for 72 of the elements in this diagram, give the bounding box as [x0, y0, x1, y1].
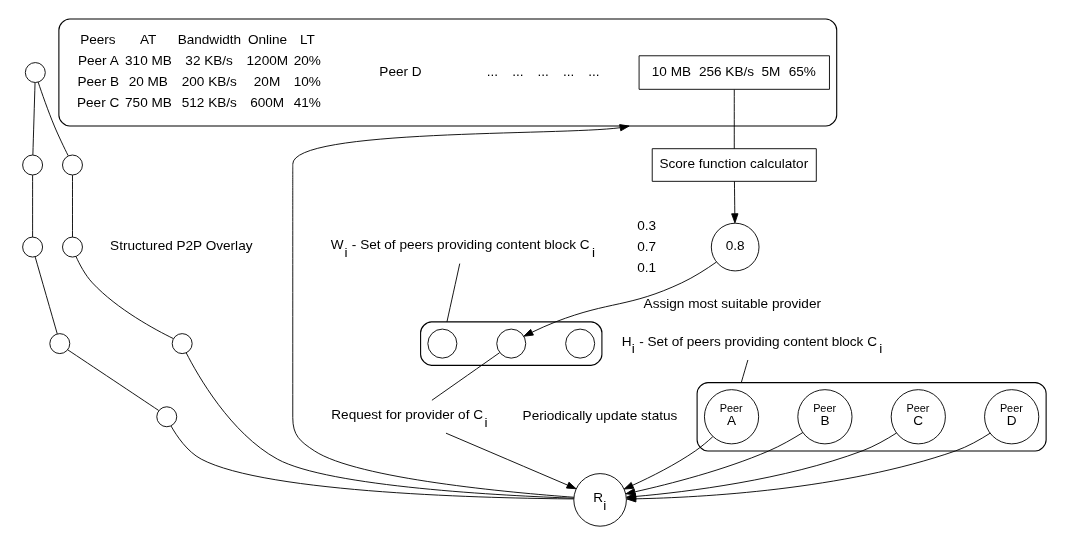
- label: 20 MB: [128, 74, 168, 90]
- connector: [430, 352, 500, 401]
- arrow: [730, 180, 738, 224]
- node-circle: [61, 154, 83, 176]
- node-circle: [426, 328, 457, 359]
- node-circle: Peer D: [983, 389, 1039, 445]
- connector: [170, 425, 574, 500]
- node-circle: Peer B: [796, 389, 852, 445]
- connector: [37, 81, 69, 157]
- label: 600M: [249, 95, 284, 110]
- node-circle: Peer A: [703, 389, 759, 445]
- connector: [446, 263, 460, 323]
- connector: [75, 256, 174, 339]
- node-box: Score function calculator: [651, 148, 817, 182]
- node-circle: [155, 406, 177, 428]
- label: ...: [537, 64, 549, 80]
- cluster: [696, 382, 1047, 452]
- label: ...: [511, 64, 523, 80]
- node-circle: [24, 62, 46, 83]
- label: ...: [486, 64, 498, 80]
- label: Peers: [79, 32, 116, 48]
- node-circle: [495, 328, 526, 359]
- label: Peer D: [378, 63, 422, 79]
- label: 0.3: [636, 217, 656, 233]
- node-circle: [21, 154, 43, 176]
- connector: [66, 349, 159, 411]
- connector: [185, 352, 574, 499]
- label: ...: [562, 64, 574, 80]
- connector: [31, 82, 35, 156]
- edge-label: Assign most suitable provider: [643, 296, 821, 312]
- label: AT: [139, 32, 156, 48]
- cluster: [57, 18, 837, 127]
- node-circle: [564, 328, 595, 359]
- arrow: [522, 261, 717, 337]
- label: 1200M: [246, 53, 288, 69]
- arrow: [625, 432, 803, 496]
- node-circle: [171, 333, 193, 355]
- label: 20%: [293, 53, 321, 69]
- label: ...: [587, 64, 600, 80]
- node-circle: [21, 236, 43, 258]
- label: 0.7: [636, 238, 656, 254]
- label: LT: [299, 32, 315, 48]
- label: 10%: [293, 74, 321, 90]
- label: Peer C: [76, 95, 119, 110]
- arrow: [623, 436, 713, 490]
- connector: [34, 256, 58, 335]
- label: 200 KB/s: [181, 74, 237, 90]
- label: 512 KB/s: [181, 95, 237, 110]
- label: Online: [247, 32, 287, 48]
- label: Bandwidth: [177, 32, 241, 48]
- label: 41%: [293, 95, 321, 110]
- label: Peer B: [76, 74, 119, 90]
- label: 32 KB/s: [184, 53, 233, 69]
- node-box: 10 MB 256 KB/s 5M 65%: [638, 55, 830, 90]
- connector: [31, 174, 33, 238]
- label: Periodically update status: [522, 407, 677, 423]
- arrow: [445, 432, 576, 490]
- label: 750 MB: [124, 95, 172, 110]
- node-circle: [48, 333, 70, 355]
- connector: [733, 89, 735, 150]
- label: 310 MB: [124, 53, 172, 69]
- node-circle: Peer C: [890, 389, 946, 445]
- connector: [740, 359, 748, 384]
- node-circle: [61, 236, 83, 258]
- label: 20M: [253, 74, 280, 90]
- label: 0.1: [636, 259, 656, 275]
- label: Peer A: [77, 53, 119, 69]
- connector: [71, 174, 73, 238]
- label: Structured P2P Overlay: [109, 238, 252, 254]
- node-circle: 0.8: [710, 222, 759, 272]
- cluster: [419, 321, 602, 366]
- arrow: [291, 124, 630, 498]
